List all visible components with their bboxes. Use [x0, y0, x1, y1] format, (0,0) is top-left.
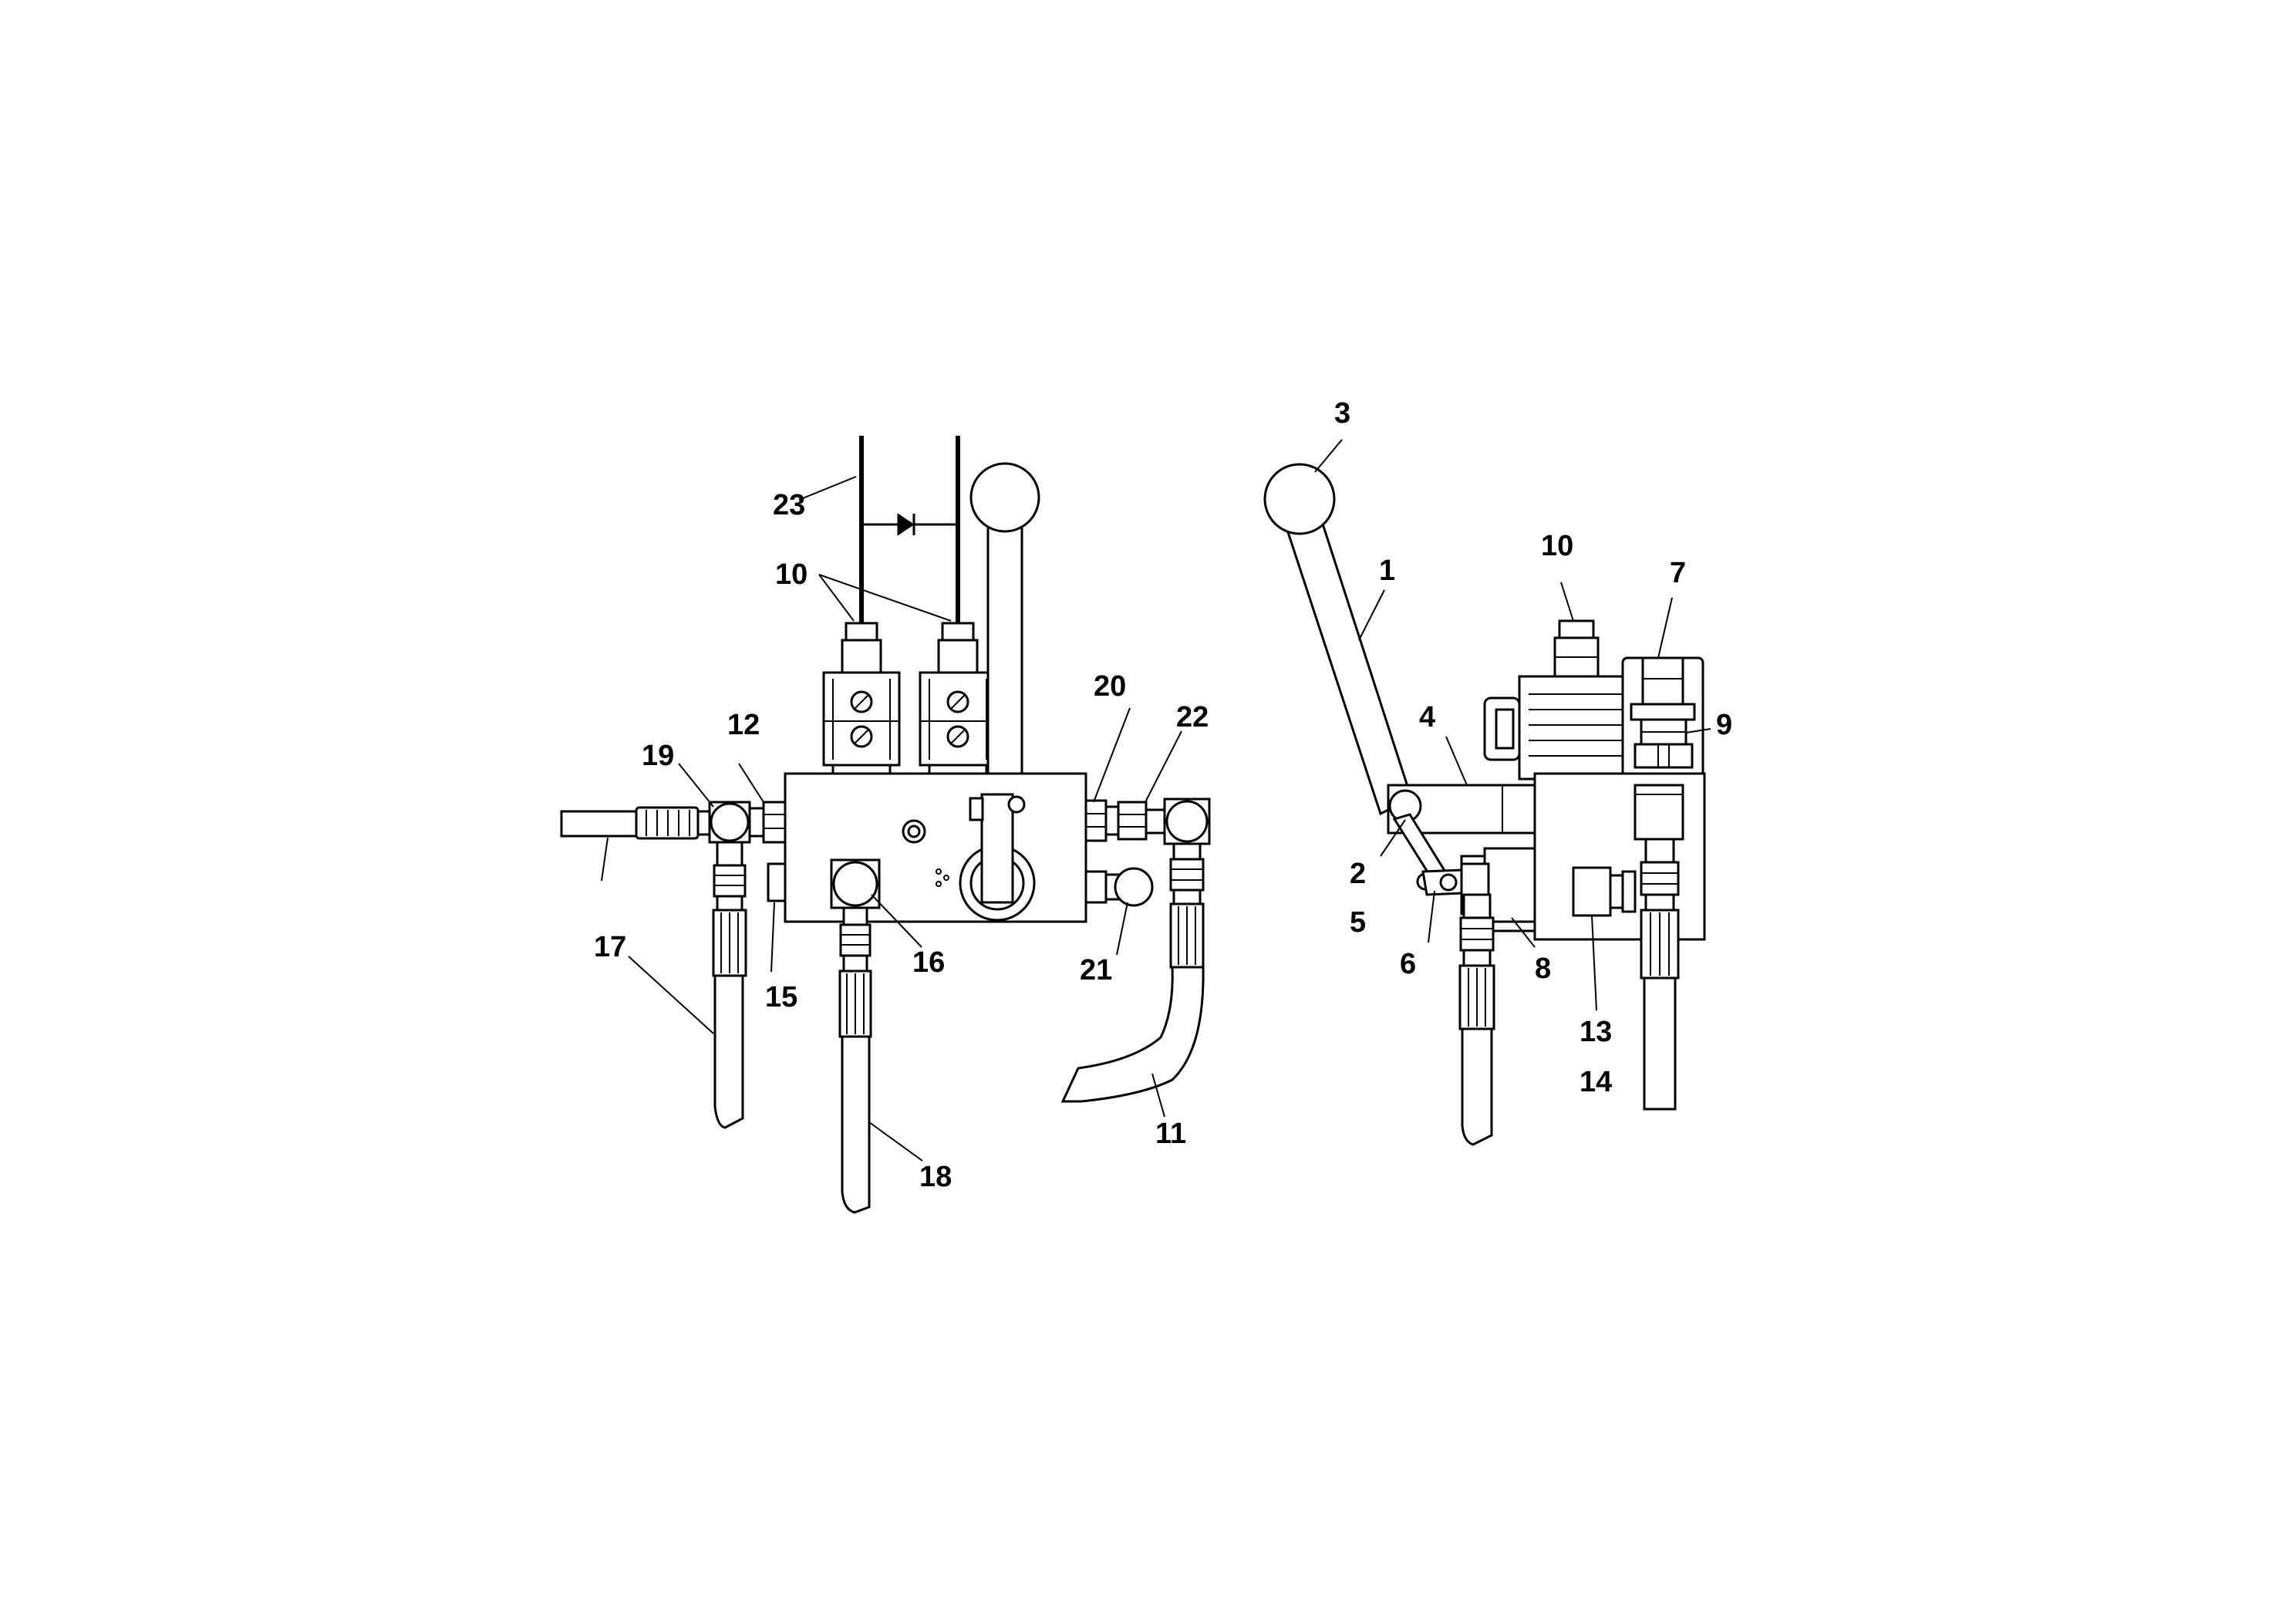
- callout-12: 12: [727, 709, 760, 741]
- fitting-13: [1572, 866, 1637, 917]
- callout-8: 8: [1535, 953, 1551, 985]
- leader-lines-front: [601, 476, 1182, 1162]
- electrical-wires: [859, 436, 960, 648]
- callout-10-side: 10: [1541, 530, 1573, 562]
- front-view: [560, 436, 1211, 1214]
- callout-3: 3: [1334, 397, 1350, 430]
- callout-22: 22: [1176, 701, 1209, 733]
- callout-labels: 23 10 19 12 20 22 17 15 16 21 11 18 3 1 …: [594, 397, 1732, 1193]
- callout-7: 7: [1670, 557, 1686, 589]
- callout-20: 20: [1094, 670, 1126, 703]
- callout-19: 19: [642, 740, 674, 772]
- callout-6: 6: [1400, 948, 1416, 980]
- hose-17: [712, 841, 747, 1129]
- callout-17: 17: [594, 931, 626, 963]
- leader-lines-side: [1314, 439, 1711, 1011]
- hose-side-left: [1458, 862, 1495, 1146]
- callout-21: 21: [1080, 954, 1112, 986]
- solenoid-coil-side: [1483, 619, 1637, 781]
- callout-15: 15: [765, 981, 797, 1013]
- callout-10-front: 10: [775, 558, 807, 591]
- fitting-19: [560, 801, 787, 844]
- callout-18: 18: [919, 1161, 952, 1193]
- solenoid-coil-left: [822, 622, 901, 776]
- callout-1: 1: [1379, 555, 1395, 587]
- callout-9: 9: [1716, 709, 1732, 741]
- callout-16: 16: [912, 946, 945, 979]
- callout-11: 11: [1155, 1118, 1186, 1150]
- solenoid-coil-right: [919, 622, 997, 776]
- side-view: [1263, 439, 1711, 1146]
- fitting-20: [1084, 799, 1166, 842]
- fitting-22: [1163, 798, 1211, 969]
- hose-18: [841, 1035, 871, 1214]
- pressure-valve-7: [1621, 656, 1704, 783]
- callout-2: 2: [1350, 858, 1366, 890]
- lever-handle-side: [1263, 463, 1413, 816]
- callout-14: 14: [1580, 1066, 1612, 1098]
- hose-11: [1060, 966, 1205, 1103]
- callout-4: 4: [1419, 701, 1435, 733]
- callout-5: 5: [1350, 906, 1366, 939]
- linkage-5-6: [1392, 813, 1465, 896]
- fitting-21: [1084, 867, 1154, 907]
- callout-23: 23: [773, 489, 805, 521]
- fitting-16: [830, 858, 881, 1038]
- fitting-15: [767, 862, 787, 902]
- callout-13: 13: [1580, 1016, 1612, 1048]
- hose-14: [1633, 784, 1684, 1111]
